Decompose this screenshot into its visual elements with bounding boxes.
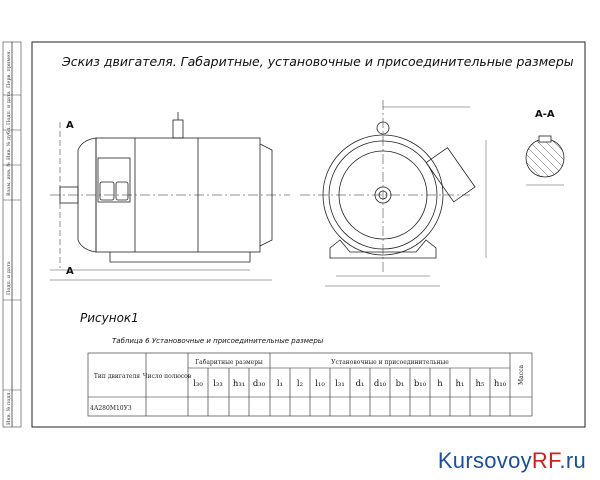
table-col-install-5: d₁: [356, 379, 365, 389]
watermark-part3: .ru: [559, 448, 586, 473]
table-col-install-9: h: [437, 379, 443, 389]
motor-front-view: [300, 100, 487, 287]
table-header-mass: Масса: [518, 365, 525, 385]
table-header-install: Установочные и присоединительные: [331, 359, 449, 366]
side-strip: [2, 41, 22, 428]
table-col-install-8: b₁₀: [414, 379, 427, 389]
side-label-5: Подп. и дата: [6, 261, 12, 295]
side-label-6: Инв. № подл.: [6, 390, 12, 425]
motor-side-view: [50, 112, 290, 281]
table-col-overall-1: l₃₀: [193, 379, 203, 389]
drawing-title: Эскиз двигателя. Габаритные, установочны…: [61, 54, 574, 69]
section-mark-bottom: А: [66, 266, 74, 277]
table-col-install-10: h₁: [456, 379, 465, 389]
table-col-install-4: l₃₁: [335, 379, 345, 389]
table-header-type: Тип двигателя: [94, 373, 140, 380]
table-header-poles: Число полюсов: [143, 373, 192, 380]
shaft-section: [525, 135, 565, 186]
side-label-4: Взам. инв. №: [6, 162, 12, 196]
table-col-install-11: h₅: [476, 379, 485, 389]
section-aa-label: А-А: [535, 109, 555, 120]
table-row-type: 4А280М10У3: [90, 405, 132, 412]
section-mark-top: А: [66, 120, 74, 131]
table-col-install-3: l₁₀: [315, 379, 325, 389]
table-col-overall-3: h₃₁: [233, 379, 245, 389]
table-header-overall: Габаритные размеры: [195, 359, 263, 366]
table-col-overall-4: d₃₀: [253, 379, 266, 389]
side-label-3: Инв. № дубл.: [5, 126, 12, 160]
table-col-overall-2: l₃₃: [213, 379, 223, 389]
dimensions-table: [87, 352, 533, 417]
side-label-2: Подп. и дата: [6, 91, 12, 125]
watermark-part2: RF: [531, 448, 560, 473]
table-caption: Таблица 6 Установочные и присоединительн…: [112, 337, 324, 345]
table-col-install-6: d₁₀: [374, 379, 387, 389]
watermark-part1: Kursovoy: [437, 448, 532, 473]
table-col-install-2: l₂: [297, 379, 303, 389]
install-columns: l₁ l₂ l₁₀ l₃₁ d₁ d₁₀ b₁ b₁₀ h h₁ h₅ h₁₀: [277, 379, 507, 389]
watermark: KursovoyRF.ru: [438, 448, 586, 474]
table-col-install-12: h₁₀: [494, 379, 507, 389]
side-label-1: Перв. примен.: [6, 49, 12, 88]
figure-caption: Рисунок1: [80, 311, 139, 325]
table-col-install-7: b₁: [396, 379, 405, 389]
sheet-frame: [31, 41, 586, 428]
table-col-install-1: l₁: [277, 379, 283, 389]
